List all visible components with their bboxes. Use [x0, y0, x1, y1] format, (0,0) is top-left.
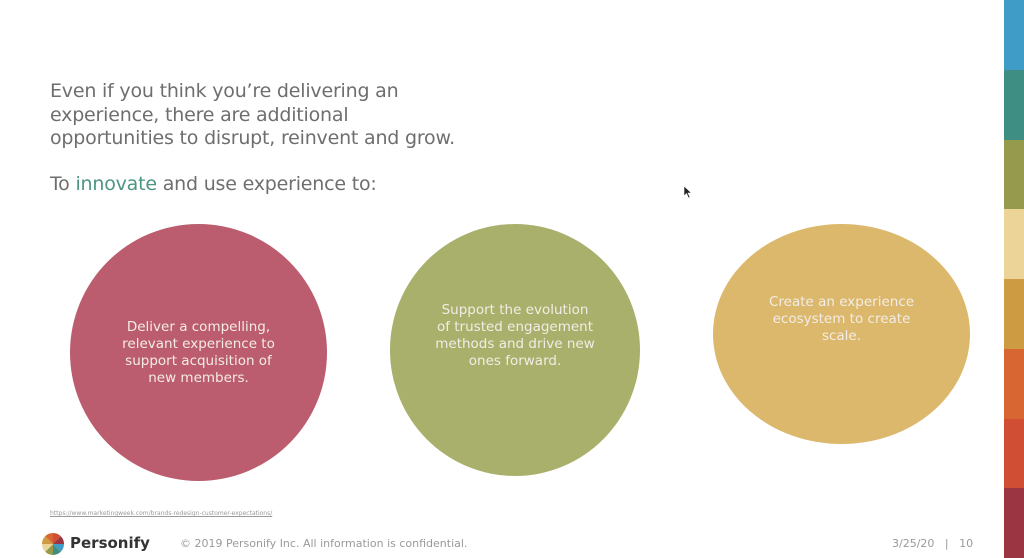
- logo-segment: [53, 544, 61, 555]
- footnote-link[interactable]: https://www.marketingweek.com/brands-red…: [50, 510, 273, 517]
- stripe-segment: [1004, 418, 1024, 489]
- stripe-segment: [1004, 279, 1024, 349]
- circle-engagement: Support the evolution of trusted engagem…: [390, 224, 640, 476]
- headline-line: opportunities to disrupt, reinvent and g…: [50, 127, 455, 149]
- stripe-segment: [1004, 139, 1024, 210]
- stripe-segment: [1004, 348, 1024, 419]
- personify-logo-icon: [42, 533, 64, 555]
- sub-prefix: To: [50, 173, 76, 195]
- logo-segment: [45, 544, 53, 555]
- logo-segment: [42, 536, 53, 544]
- logo-segment: [53, 533, 61, 544]
- headline-line: experience, there are additional: [50, 103, 349, 126]
- stripe-segment: [1004, 0, 1024, 70]
- circle-text: Support the evolution of trusted engagem…: [435, 302, 595, 369]
- logo-segment: [53, 536, 64, 544]
- logo-segment: [53, 544, 64, 552]
- sub-suffix: and use experience to:: [156, 173, 377, 195]
- sub-accent: innovate: [75, 173, 157, 195]
- circle-ecosystem: Create an experience ecosystem to create…: [713, 224, 970, 444]
- stripe-segment: [1004, 488, 1024, 558]
- subheading: To innovate and use experience to:: [50, 173, 377, 195]
- stripe-segment: [1004, 209, 1024, 279]
- logo-segment: [42, 544, 53, 552]
- logo-segment: [45, 533, 53, 544]
- headline: Even if you think you’re delivering an e…: [50, 80, 455, 151]
- circle-text: Create an experience ecosystem to create…: [768, 293, 915, 344]
- date-page-number: 3/25/20 | 10: [892, 537, 974, 550]
- circle-text: Deliver a compelling, relevant experienc…: [122, 318, 275, 386]
- brand-name: Personify: [70, 534, 150, 552]
- mouse-cursor-icon: [684, 186, 692, 198]
- headline-line: Even if you think you’re delivering an: [50, 80, 399, 102]
- copyright: © 2019 Personify Inc. All information is…: [180, 537, 468, 550]
- circle-acquisition: Deliver a compelling, relevant experienc…: [70, 224, 327, 481]
- stripe-segment: [1004, 69, 1024, 140]
- color-stripe: [1004, 0, 1024, 558]
